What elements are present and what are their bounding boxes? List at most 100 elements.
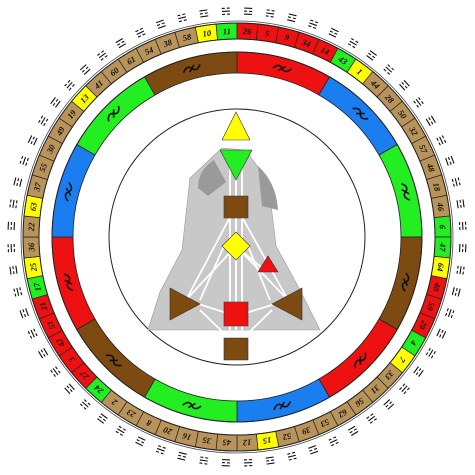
- head-silhouette: [198, 160, 226, 196]
- hexagram-ring: [7, 7, 467, 467]
- gemini-glyph-icon: [400, 182, 411, 201]
- hexagram-icon: [243, 458, 253, 467]
- hexagram-icon: [135, 27, 146, 38]
- libra-glyph-icon: [182, 401, 202, 410]
- gate-number: 25: [28, 262, 39, 274]
- hexagram-icon: [287, 13, 297, 23]
- hexagram-icon: [64, 383, 75, 395]
- hexagram-icon: [97, 50, 108, 61]
- leo-glyph-icon: [354, 352, 367, 369]
- gate-number: 46: [435, 201, 446, 213]
- hexagram-icon: [9, 199, 18, 209]
- gate-number: 45: [222, 438, 233, 448]
- hexagram-icon: [27, 135, 38, 146]
- hexagram-icon: [399, 79, 410, 91]
- hexagram-icon: [221, 458, 231, 467]
- hexagram-icon: [308, 445, 319, 455]
- channel-line: [235, 245, 289, 301]
- hexagram-icon: [135, 436, 146, 447]
- hexagram-icon: [79, 64, 91, 75]
- channel-line: [247, 245, 271, 301]
- outer-rim-line: [20, 20, 454, 454]
- hexagram-icon: [436, 135, 447, 146]
- gate-number: 1: [355, 66, 364, 77]
- gate-number: 63: [28, 201, 39, 212]
- g-center: [221, 231, 251, 261]
- hexagram-icon: [425, 115, 436, 127]
- hexagram-icon: [383, 399, 395, 410]
- gate-number: 8: [144, 417, 153, 428]
- gate-number: 38: [161, 37, 174, 50]
- channel-line: [185, 245, 237, 301]
- gate-number: 35: [201, 435, 213, 446]
- head-center: [221, 111, 251, 141]
- gate-number: 20: [161, 425, 174, 438]
- gate-number: 64: [435, 262, 446, 272]
- hexagram-icon: [366, 50, 377, 61]
- hexagram-icon: [425, 347, 436, 359]
- ajna-center: [219, 149, 253, 181]
- sacral-center: [223, 301, 249, 327]
- gate-number: 21: [37, 301, 50, 313]
- gate-number: 47: [438, 242, 448, 253]
- gate-number: 36: [26, 242, 36, 253]
- pisces-glyph-icon: [182, 63, 201, 74]
- heart-center: [257, 255, 279, 273]
- hexagram-icon: [383, 64, 395, 75]
- gate-number: 10: [202, 28, 213, 39]
- gate-number: 26: [242, 26, 253, 36]
- hexagram-icon: [115, 38, 127, 49]
- gate-number: 7: [397, 355, 408, 365]
- hexagram-icon: [13, 177, 23, 187]
- hexagram-icon: [445, 308, 455, 319]
- hexagram-icon: [265, 9, 275, 18]
- zodiac-ring: [51, 51, 423, 423]
- virgo-glyph-icon: [273, 400, 292, 411]
- gate-number: 16: [181, 431, 192, 443]
- gate-number: 39: [300, 424, 313, 437]
- hexagram-icon: [38, 115, 49, 127]
- gate-number: 9: [284, 32, 291, 43]
- gate-number: 14: [319, 44, 331, 57]
- hexagram-icon: [366, 413, 377, 424]
- throat-center: [223, 195, 249, 219]
- hexagram-icon: [115, 425, 127, 436]
- shoulder-shadow: [258, 166, 278, 210]
- capricorn-glyph-icon: [64, 182, 73, 202]
- hexagram-icon: [97, 413, 108, 424]
- gate-number: 54: [143, 44, 155, 57]
- hexagram-icon: [451, 177, 461, 187]
- gate-number: 6: [438, 225, 448, 230]
- aquarius-glyph-icon: [107, 105, 120, 122]
- hexagram-icon: [177, 451, 187, 461]
- hexagram-icon: [199, 9, 209, 18]
- hexagram-icon: [50, 97, 61, 108]
- hexagram-icon: [221, 7, 231, 16]
- gate-number: 22: [26, 222, 36, 233]
- gate-number: 18: [431, 182, 443, 193]
- hexagram-icon: [7, 221, 16, 231]
- hexagram-icon: [243, 7, 253, 16]
- hexagram-icon: [19, 308, 29, 319]
- hexagram-icon: [413, 97, 424, 108]
- channel-line: [185, 205, 237, 301]
- hexagram-icon: [308, 19, 319, 29]
- hexagram-icon: [177, 13, 187, 23]
- hexagram-icon: [38, 347, 49, 359]
- cancer-glyph-icon: [401, 272, 410, 292]
- gate-number: 58: [182, 31, 193, 43]
- hexagram-icon: [456, 199, 465, 209]
- hexagram-icon: [328, 27, 339, 38]
- channel-line: [235, 205, 289, 301]
- gate-number: 4: [408, 338, 419, 348]
- bodygraph: [147, 111, 321, 361]
- hexagram-icon: [199, 456, 209, 465]
- hexagram-icon: [13, 287, 23, 297]
- hexagram-icon: [413, 366, 424, 377]
- hexagram-icon: [458, 221, 467, 231]
- root-center: [223, 337, 249, 361]
- energy-centers: [169, 111, 303, 361]
- hexagram-icon: [347, 38, 359, 49]
